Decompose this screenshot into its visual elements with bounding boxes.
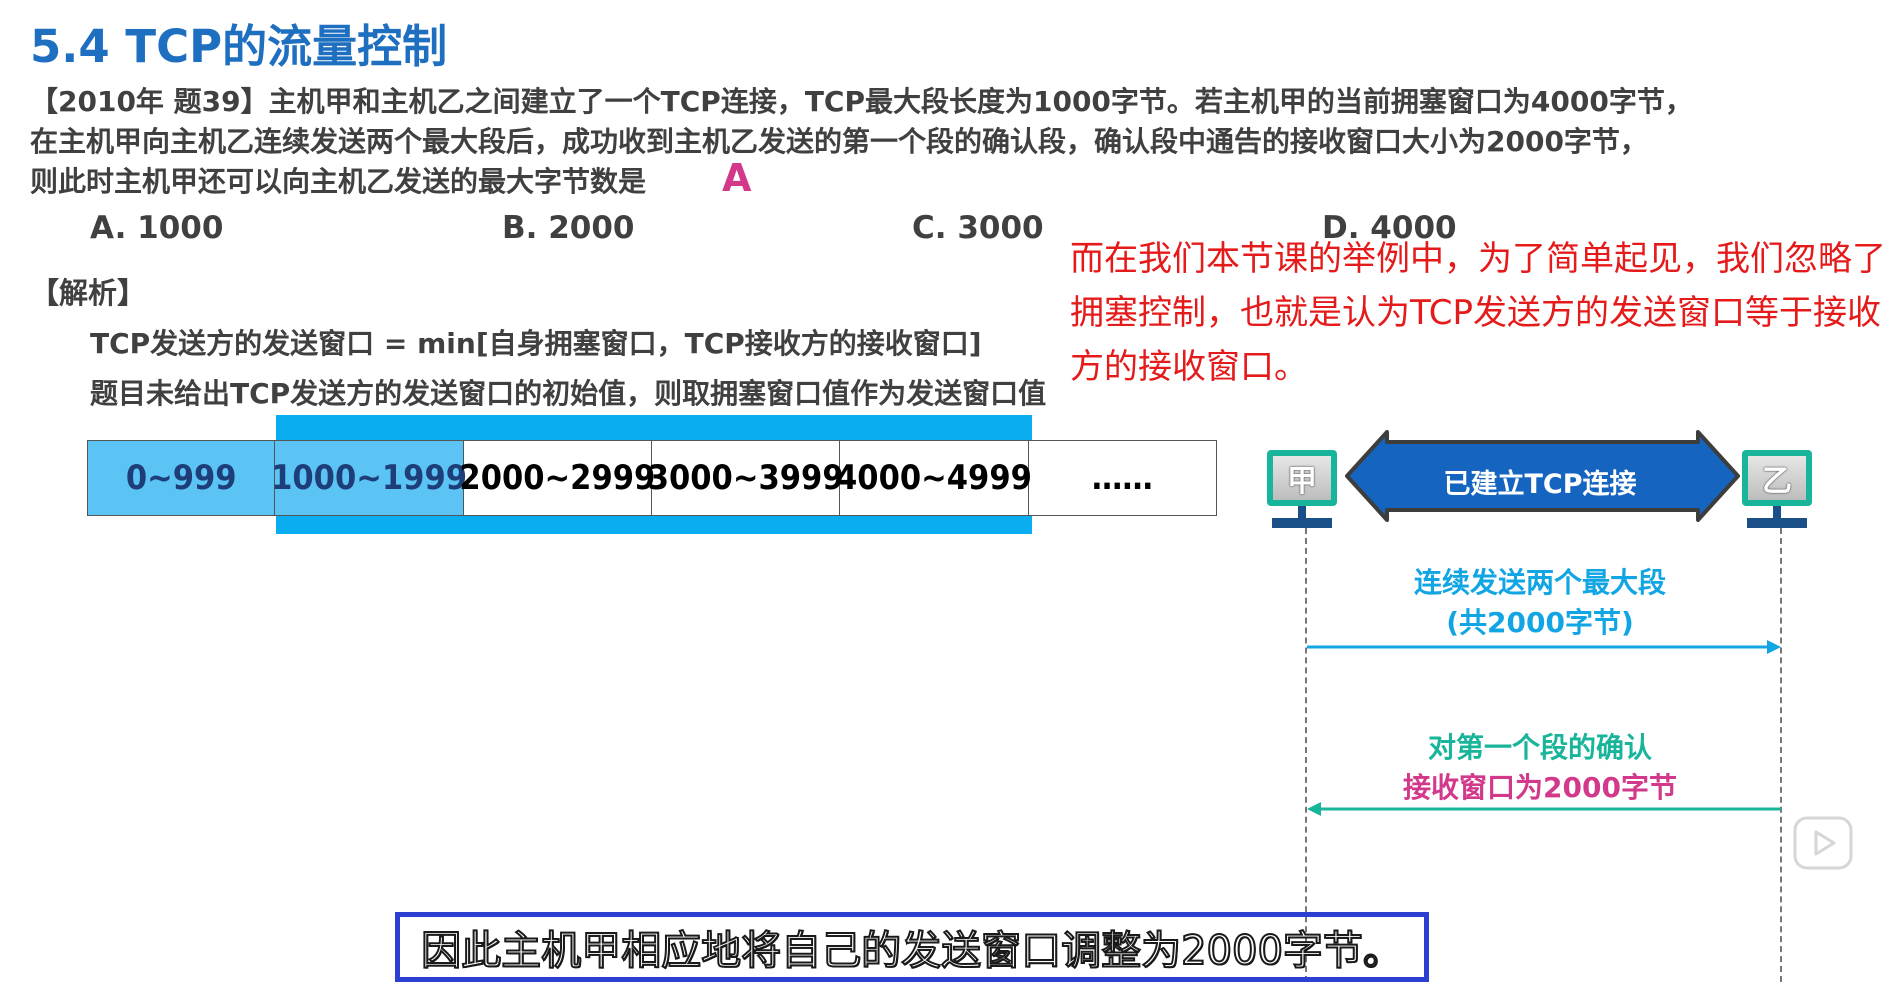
question-line-1: 【2010年 题39】主机甲和主机乙之间建立了一个TCP连接，TCP最大段长度为… bbox=[30, 85, 1693, 118]
connection-arrow bbox=[1345, 430, 1740, 522]
host-a-neck bbox=[1298, 506, 1306, 518]
host-b-neck bbox=[1773, 506, 1781, 518]
host-a-stand bbox=[1272, 518, 1332, 528]
seq-cell: 0~999 bbox=[88, 441, 276, 515]
message-2-arrow bbox=[1307, 802, 1781, 816]
seq-cell: 4000~4999 bbox=[836, 441, 1032, 515]
subtitle-box: 因此主机甲相应地将自己的发送窗口调整为2000字节。 bbox=[395, 912, 1429, 982]
message-1-line-1: 连续发送两个最大段 bbox=[1413, 566, 1666, 599]
computer-icon: 甲 bbox=[1267, 450, 1337, 506]
question-line-3: 则此时主机甲还可以向主机乙发送的最大字节数是 bbox=[30, 165, 647, 198]
computer-icon: 乙 bbox=[1742, 450, 1812, 506]
message-1-arrow bbox=[1307, 640, 1781, 654]
analysis-formula: TCP发送方的发送窗口 = min[自身拥塞窗口，TCP接收方的接收窗口] bbox=[90, 327, 982, 360]
host-b: 乙 bbox=[1742, 450, 1812, 528]
option-b: B. 2000 bbox=[502, 210, 635, 246]
subtitle-text: 因此主机甲相应地将自己的发送窗口调整为2000字节。 bbox=[420, 927, 1404, 975]
analysis-note: 题目未给出TCP发送方的发送窗口的初始值，则取拥塞窗口值作为发送窗口值 bbox=[90, 377, 1047, 410]
seq-cell: …… bbox=[1091, 458, 1153, 498]
host-a: 甲 bbox=[1267, 450, 1337, 528]
message-2-line-2: 接收窗口为2000字节 bbox=[1403, 771, 1677, 804]
message-1-label: 连续发送两个最大段 (共2000字节) bbox=[1330, 563, 1750, 643]
seq-cell: 2000~2999 bbox=[459, 441, 655, 515]
connection-label: 已建立TCP连接 bbox=[1443, 469, 1637, 500]
byte-sequence: 0~999 1000~1999 2000~2999 3000~3999 4000… bbox=[87, 440, 1217, 516]
option-c: C. 3000 bbox=[912, 210, 1044, 246]
slide-title: 5.4 TCP的流量控制 bbox=[30, 20, 448, 73]
message-1-line-2: (共2000字节) bbox=[1446, 606, 1634, 639]
answer-mark: A bbox=[722, 156, 752, 200]
host-b-lifeline bbox=[1780, 528, 1782, 982]
seq-cell: 3000~3999 bbox=[648, 441, 844, 515]
host-b-stand bbox=[1747, 518, 1807, 528]
question-line-2: 在主机甲向主机乙连续发送两个最大段后，成功收到主机乙发送的第一个段的确认段，确认… bbox=[30, 125, 1648, 158]
seq-cell: 1000~1999 bbox=[271, 441, 467, 515]
option-d: D. 4000 bbox=[1322, 210, 1457, 246]
play-icon[interactable] bbox=[1792, 812, 1856, 872]
message-2-line-1: 对第一个段的确认 bbox=[1427, 731, 1652, 764]
analysis-heading: 【解析】 bbox=[30, 276, 147, 310]
option-a: A. 1000 bbox=[90, 210, 224, 246]
teacher-note: 而在我们本节课的举例中，为了简单起见，我们忽略了拥塞控制，也就是认为TCP发送方… bbox=[1070, 239, 1886, 387]
host-a-lifeline bbox=[1305, 528, 1307, 982]
